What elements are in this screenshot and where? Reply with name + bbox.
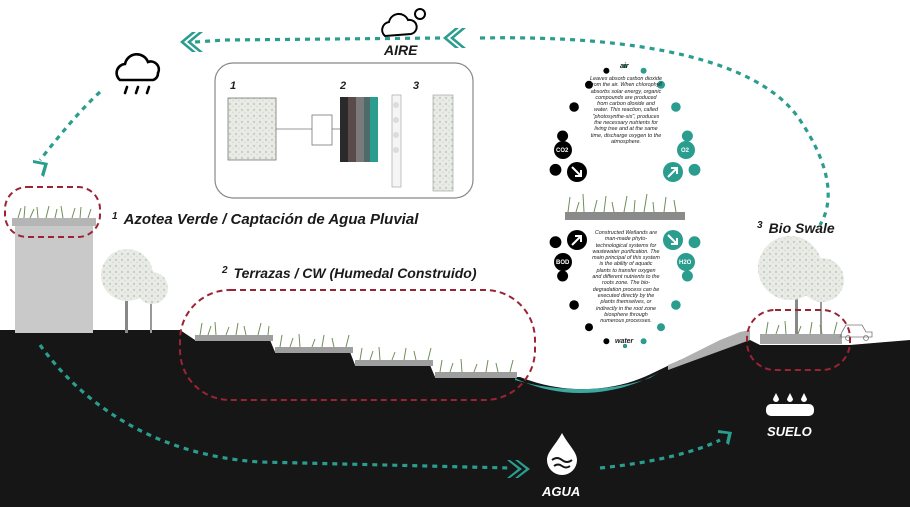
highlight-terrazas bbox=[179, 289, 536, 401]
dot-right bbox=[681, 130, 693, 142]
dot-left bbox=[557, 130, 569, 142]
dot-left bbox=[557, 270, 569, 282]
highlight-azotea bbox=[4, 186, 101, 238]
svg-text:H2O: H2O bbox=[679, 260, 692, 266]
inset-number-1: 1 bbox=[230, 80, 237, 92]
terrace-plants bbox=[199, 321, 514, 373]
dot-right bbox=[640, 338, 647, 345]
arrow-down-right-teal bbox=[663, 230, 683, 250]
dot-right bbox=[657, 323, 665, 332]
car bbox=[839, 324, 873, 341]
dot-right bbox=[640, 67, 647, 74]
svg-text:O2: O2 bbox=[681, 148, 690, 154]
suelo-label: SUELO bbox=[767, 424, 812, 439]
dot-left bbox=[585, 323, 593, 332]
inset-connector-box bbox=[311, 114, 333, 146]
dot-left bbox=[549, 163, 562, 176]
highlight-bioswale bbox=[746, 309, 851, 371]
chevron-arrows bbox=[33, 28, 732, 478]
badge-h2o: H2O bbox=[677, 253, 695, 271]
green-roof bbox=[12, 218, 96, 226]
cycle-air-label: air bbox=[620, 63, 629, 70]
bioswale-basin bbox=[760, 334, 842, 344]
inset-layer-beads bbox=[393, 102, 399, 153]
azotea-title: 1 Azotea Verde / Captación de Agua Pluvia… bbox=[112, 211, 418, 228]
dot-left bbox=[549, 236, 562, 249]
cycle-soil-strip bbox=[565, 212, 685, 220]
dot-right bbox=[681, 270, 693, 282]
terrazas-label: Terrazas / CW (Humedal Construido) bbox=[233, 265, 477, 281]
dot-right bbox=[623, 344, 627, 348]
terrazas-number: 2 bbox=[222, 265, 228, 276]
inset-foliage-panel bbox=[227, 97, 277, 161]
bioswale-plants bbox=[765, 320, 838, 335]
dot-left bbox=[569, 102, 579, 112]
dot-left bbox=[603, 338, 610, 345]
cycle-arrows bbox=[38, 36, 830, 470]
photosynthesis-text: Leaves absorb carbon dioxide from the ai… bbox=[590, 76, 662, 145]
exchange-cycle: CO2 O2 BOD H2O bbox=[549, 64, 701, 348]
inset-layer-detail-a bbox=[391, 94, 402, 188]
inset-number-3: 3 bbox=[413, 80, 420, 92]
wetland-text: Constructed Wetlands are man-made phyto-… bbox=[592, 230, 660, 325]
water-drop-icon bbox=[547, 433, 577, 475]
dot-right bbox=[671, 102, 681, 112]
arrow-up-right bbox=[567, 230, 587, 250]
dots-right bbox=[623, 64, 701, 348]
azotea-label: Azotea Verde / Captación de Agua Pluvial bbox=[123, 211, 419, 228]
dot-left bbox=[585, 80, 593, 89]
soil-drops-icon bbox=[766, 393, 814, 416]
dot-right bbox=[688, 163, 701, 176]
bioswale-title: 3 Bio Swale bbox=[757, 220, 835, 236]
ground bbox=[0, 330, 910, 507]
roof-plants bbox=[17, 205, 92, 219]
arrow-down-right bbox=[567, 162, 587, 182]
dot-right bbox=[688, 236, 701, 249]
terrazas-title: 2 Terrazas / CW (Humedal Construido) bbox=[222, 265, 477, 281]
cycle-plants bbox=[567, 193, 677, 213]
inset-layer-stack bbox=[340, 97, 378, 162]
cycle-water-label: water bbox=[615, 338, 634, 345]
azotea-number: 1 bbox=[112, 211, 118, 222]
inset-number-2: 2 bbox=[340, 80, 347, 92]
dot-right bbox=[657, 80, 665, 89]
tree-right bbox=[758, 236, 844, 340]
pond bbox=[515, 372, 660, 394]
dot-left bbox=[569, 300, 579, 310]
bioswale-number: 3 bbox=[757, 220, 763, 231]
dot-right bbox=[671, 300, 681, 310]
building bbox=[15, 225, 93, 333]
stairs bbox=[668, 330, 750, 370]
badge-bod: BOD bbox=[554, 253, 572, 271]
dot-left bbox=[603, 67, 610, 74]
dots-left bbox=[549, 64, 627, 348]
cloud-sun-icon bbox=[381, 8, 426, 38]
badge-co2: CO2 bbox=[554, 141, 572, 159]
tree-left bbox=[101, 249, 168, 333]
badge-o2: O2 bbox=[677, 141, 695, 159]
agua-label: AGUA bbox=[542, 484, 581, 499]
inset-layer-detail-b bbox=[432, 94, 454, 192]
arrow-up-right-teal bbox=[663, 162, 683, 182]
dot-right bbox=[623, 64, 627, 68]
svg-text:BOD: BOD bbox=[556, 260, 570, 266]
svg-text:CO2: CO2 bbox=[556, 148, 569, 154]
bioswale-label: Bio Swale bbox=[768, 220, 835, 236]
rain-cloud-icon bbox=[115, 52, 161, 95]
aire-label: AIRE bbox=[384, 42, 418, 58]
terraces bbox=[195, 335, 517, 378]
